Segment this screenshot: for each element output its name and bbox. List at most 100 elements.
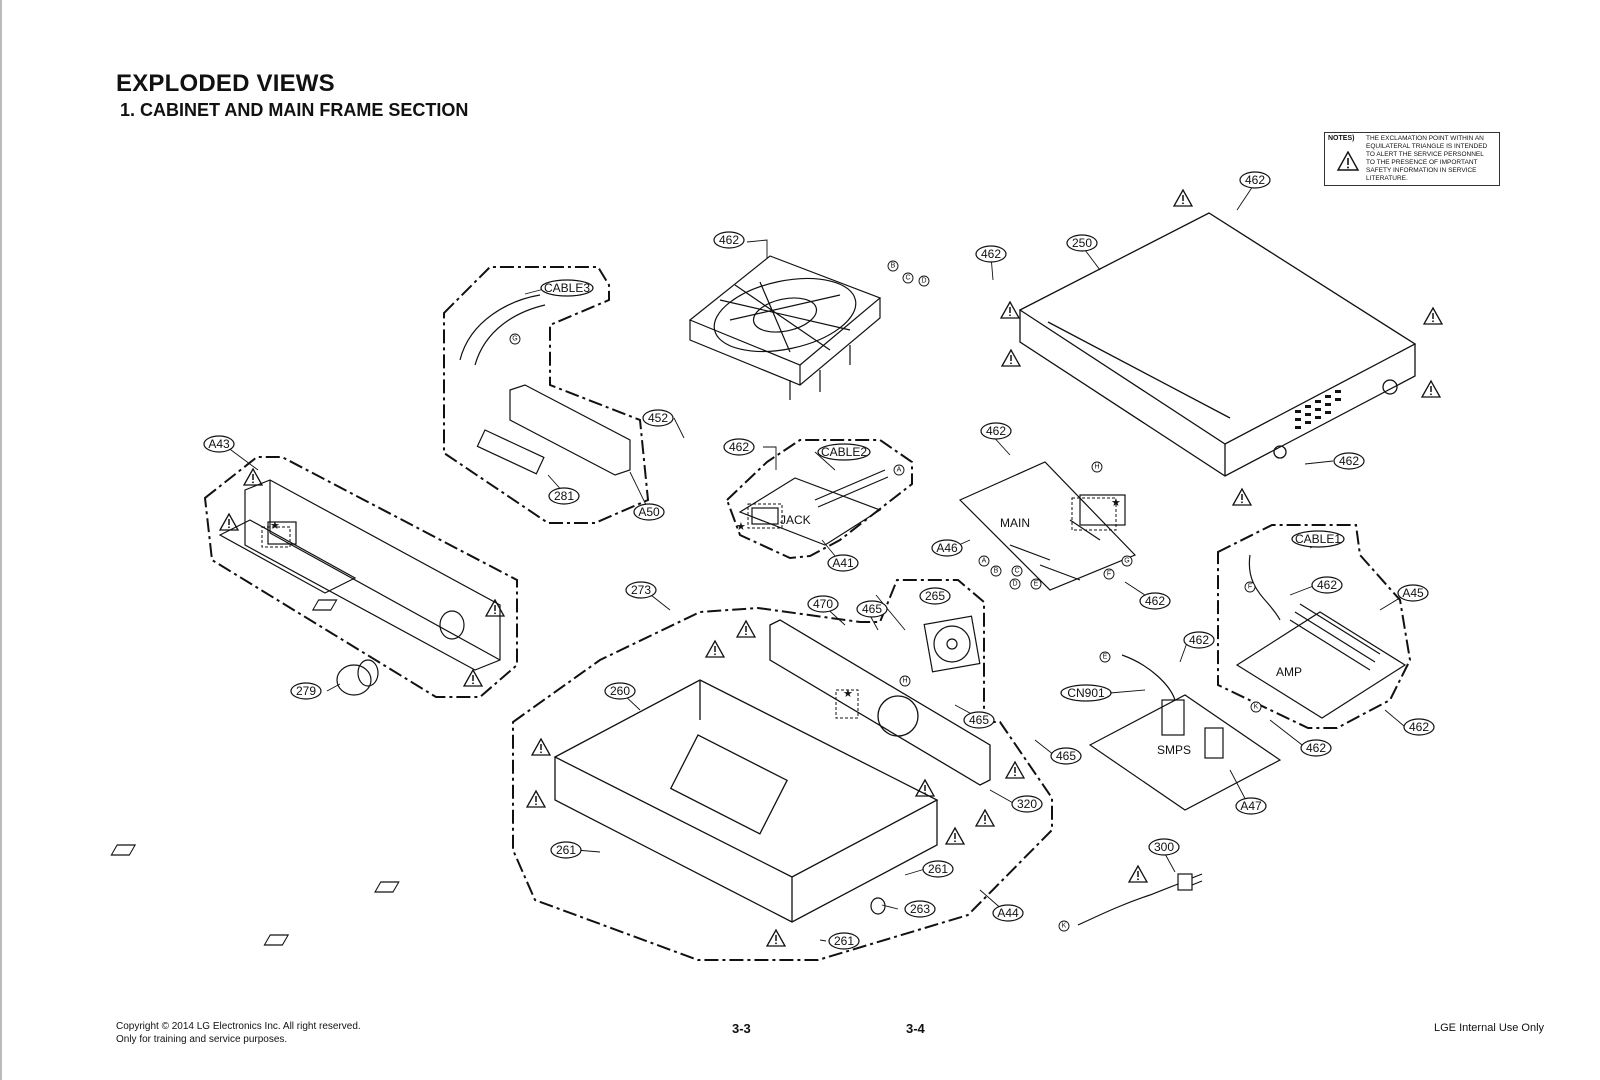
disc-drive (688, 255, 882, 400)
callout-465: 465 (969, 713, 989, 727)
notes-label: NOTES) (1328, 135, 1355, 142)
page-number-left: 3-3 (732, 1021, 751, 1036)
connector-a: A (897, 467, 902, 474)
callout-ovals (203, 171, 1435, 950)
group-outlines (203, 266, 1412, 961)
knob-279 (336, 659, 379, 696)
page-number-right: 3-4 (906, 1021, 925, 1036)
callout-a45: A45 (1402, 586, 1424, 600)
star-icon: ★ (1111, 496, 1121, 509)
copyright-line-2: Only for training and service purposes. (116, 1034, 288, 1045)
callout-265: 265 (925, 589, 945, 603)
fan-265 (923, 615, 981, 673)
feet (110, 599, 886, 946)
callout-462: 462 (1306, 741, 1326, 755)
connector-letters: B C D G A H A B C D E F G F E K H K (512, 263, 1258, 930)
connector-h: H (902, 678, 907, 685)
star-icon: ★ (270, 519, 280, 532)
main-chassis (553, 619, 991, 923)
warning-triangle-icon (915, 779, 935, 797)
connector-k: K (1254, 704, 1259, 711)
connector-e: E (1034, 581, 1039, 588)
callout-a46: A46 (936, 541, 958, 555)
page-edge (0, 0, 2, 1080)
board-labels: JACK MAIN AMP SMPS (780, 513, 1302, 757)
callout-labels: 462 250 462 462 CABLE3 452 281 A50 A43 2… (208, 173, 1429, 948)
callout-462: 462 (1189, 633, 1209, 647)
star-icon: ★ (843, 687, 853, 700)
jack-label: JACK (780, 513, 811, 527)
callout-261: 261 (834, 934, 854, 948)
callout-462: 462 (1317, 578, 1337, 592)
leader-lines (226, 182, 1409, 942)
warning-triangle-icon (463, 669, 483, 687)
callout-250: 250 (1072, 236, 1092, 250)
connector-g: G (1124, 558, 1129, 565)
connector-f: F (1248, 584, 1252, 591)
connector-e: E (1103, 654, 1108, 661)
callout-cn901: CN901 (1067, 686, 1105, 700)
connector-c: C (1014, 568, 1019, 575)
warning-triangle-icon (1005, 761, 1025, 779)
notes-text: THE EXCLAMATION POINT WITHIN AN EQUILATE… (1366, 135, 1488, 182)
callout-465: 465 (1056, 749, 1076, 763)
section-title: 1. CABINET AND MAIN FRAME SECTION (120, 100, 469, 120)
callout-a41: A41 (832, 556, 854, 570)
connector-d: D (921, 278, 926, 285)
a43-group-outline (203, 456, 518, 698)
callout-462: 462 (1339, 454, 1359, 468)
cover-vents (1295, 390, 1341, 429)
amp-board-a45 (1235, 554, 1407, 719)
warning-triangle-icon (1421, 380, 1441, 398)
callout-263: 263 (910, 902, 930, 916)
connector-b: B (891, 263, 896, 270)
a44-group-outline (512, 579, 1053, 961)
warning-triangle-icon (1337, 151, 1359, 171)
connector-g: G (512, 336, 517, 343)
warning-triangle-icon (1001, 349, 1021, 367)
warning-triangle-icon (526, 790, 546, 808)
power-cord-300 (1077, 873, 1203, 926)
warning-triangle-icon (945, 827, 965, 845)
warning-triangle-icon (1232, 488, 1252, 506)
callout-260: 260 (610, 684, 630, 698)
warning-triangle-icon (1173, 189, 1193, 207)
main-board-a46 (958, 461, 1137, 591)
warning-triangle-icon (975, 809, 995, 827)
connector-c: C (905, 275, 910, 282)
callout-462: 462 (729, 440, 749, 454)
front-panel-a43 (218, 479, 501, 671)
callout-462: 462 (1409, 720, 1429, 734)
star-boxes (261, 497, 1117, 719)
callout-a43: A43 (208, 437, 230, 451)
callout-cable1: CABLE1 (1295, 532, 1341, 546)
warning-triangle-icon (531, 738, 551, 756)
connector-k: K (1062, 923, 1067, 930)
callout-261: 261 (556, 843, 576, 857)
callout-a50: A50 (638, 505, 660, 519)
callout-470: 470 (813, 597, 833, 611)
smps-board-a47 (1088, 654, 1282, 811)
callout-281: 281 (554, 489, 574, 503)
internal-use-notice: LGE Internal Use Only (1434, 1022, 1545, 1034)
callout-cable3: CABLE3 (544, 281, 590, 295)
safety-notes-box: NOTES) THE EXCLAMATION POINT WITHIN AN E… (1324, 132, 1500, 186)
callout-300: 300 (1154, 840, 1174, 854)
callout-cable2: CABLE2 (821, 445, 867, 459)
callout-320: 320 (1017, 797, 1037, 811)
connector-b: B (994, 568, 999, 575)
connector-circles (509, 260, 1262, 932)
amp-label: AMP (1276, 665, 1302, 679)
star-icons: ★ ★ ★ ★ (270, 496, 1121, 700)
callout-462: 462 (986, 424, 1006, 438)
cable3-group-outline (443, 266, 650, 524)
copyright-line-1: Copyright © 2014 LG Electronics Inc. All… (116, 1021, 361, 1032)
jack-board-a41 (738, 469, 889, 546)
callout-452: 452 (648, 411, 668, 425)
callout-273: 273 (631, 583, 651, 597)
callout-a44: A44 (997, 906, 1019, 920)
connector-h: H (1094, 464, 1099, 471)
callout-462: 462 (1145, 594, 1165, 608)
warning-triangle-icon (736, 620, 756, 638)
